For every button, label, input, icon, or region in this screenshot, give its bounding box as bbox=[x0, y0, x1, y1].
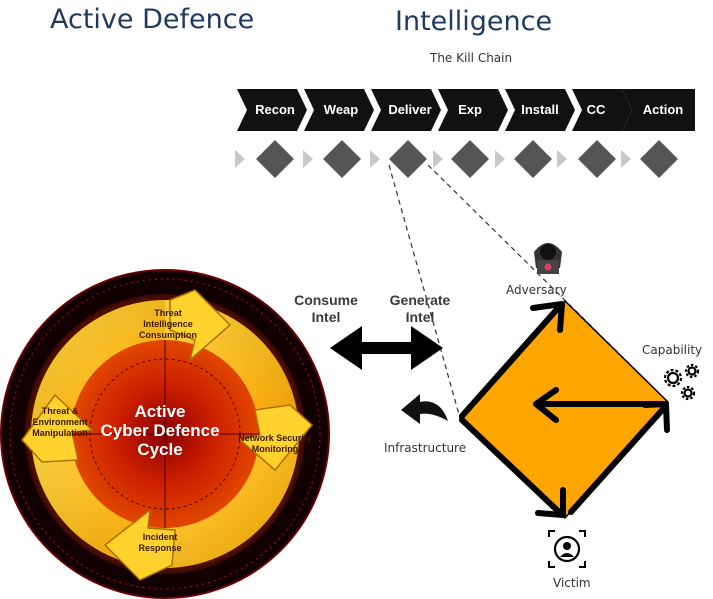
kill-chain-bar bbox=[237, 89, 695, 131]
marker-diamond bbox=[514, 140, 552, 178]
marker-triangle bbox=[303, 150, 313, 168]
stage-install[interactable]: Install bbox=[521, 102, 559, 117]
page-title: Active Defence bbox=[50, 4, 255, 35]
marker-triangle bbox=[621, 150, 631, 168]
svg-text:Cycle: Cycle bbox=[137, 440, 182, 459]
svg-text:Monitoring: Monitoring bbox=[252, 444, 299, 454]
adversary-label: Adversary bbox=[506, 283, 567, 297]
kill-chain-markers bbox=[235, 140, 678, 178]
hacker-icon bbox=[534, 243, 562, 274]
diamond-model bbox=[458, 299, 670, 520]
intel-exchange-arrow bbox=[330, 326, 443, 370]
svg-text:Cyber Defence: Cyber Defence bbox=[100, 421, 219, 440]
marker-triangle bbox=[557, 150, 567, 168]
chevron-cc bbox=[572, 89, 632, 131]
phase-threat-intel-label: Threat bbox=[154, 308, 182, 318]
stage-exp[interactable]: Exp bbox=[458, 102, 482, 117]
marker-triangle bbox=[495, 150, 505, 168]
marker-triangle bbox=[235, 150, 245, 168]
consume-line2: Intel bbox=[311, 309, 341, 325]
chevron-recon bbox=[237, 89, 307, 131]
stage-cc[interactable]: CC bbox=[586, 102, 606, 117]
svg-text:Manipulation: Manipulation bbox=[32, 428, 88, 438]
svg-text:Response: Response bbox=[138, 543, 181, 553]
consume-intel-label: Consume Intel bbox=[288, 292, 364, 326]
gears-icon bbox=[663, 363, 700, 401]
victim-label: Victim bbox=[553, 576, 591, 590]
phase-network-monitoring-label: Network Security bbox=[238, 433, 312, 443]
stage-action[interactable]: Action bbox=[642, 102, 684, 117]
marker-diamond bbox=[640, 140, 678, 178]
chevron-exp bbox=[438, 89, 508, 131]
stage-deliver[interactable]: Deliver bbox=[388, 102, 432, 117]
generate-line1: Generate bbox=[389, 292, 451, 308]
infrastructure-label: Infrastructure bbox=[384, 441, 467, 455]
chevron-action bbox=[622, 89, 695, 131]
marker-diamond bbox=[389, 140, 427, 178]
marker-triangle bbox=[370, 150, 380, 168]
svg-text:Intelligence: Intelligence bbox=[143, 319, 193, 329]
kill-chain-subtitle: The Kill Chain bbox=[430, 51, 513, 65]
stage-weap[interactable]: Weap bbox=[323, 102, 359, 117]
marker-triangle bbox=[433, 150, 443, 168]
cyber-defence-cycle: Threat Intelligence Consumption Network … bbox=[0, 269, 330, 599]
target-person-icon bbox=[548, 530, 586, 568]
marker-diamond bbox=[323, 140, 361, 178]
marker-diamond bbox=[578, 140, 616, 178]
chevron-deliver bbox=[371, 89, 441, 131]
phase-incident-response-label: Incident bbox=[143, 532, 178, 542]
generate-line2: Intel bbox=[405, 309, 435, 325]
consume-line1: Consume bbox=[294, 292, 358, 308]
svg-text:Environment: Environment bbox=[32, 417, 87, 427]
generate-intel-label: Generate Intel bbox=[382, 292, 458, 326]
cycle-center-title: Active bbox=[134, 402, 185, 421]
curved-arrow-icon bbox=[401, 394, 448, 424]
chevron-weap bbox=[304, 89, 374, 131]
chevron-install bbox=[505, 89, 575, 131]
stage-recon[interactable]: Recon bbox=[255, 102, 295, 117]
marker-diamond bbox=[256, 140, 294, 178]
svg-text:Consumption: Consumption bbox=[139, 330, 197, 340]
kill-chain-labels: Recon Weap Deliver Exp Install CC Action bbox=[0, 89, 713, 131]
phase-threat-manipulation-label: Threat & bbox=[42, 406, 79, 416]
section-title: Intelligence bbox=[395, 6, 553, 37]
capability-label: Capability bbox=[642, 343, 703, 357]
marker-diamond bbox=[451, 140, 489, 178]
